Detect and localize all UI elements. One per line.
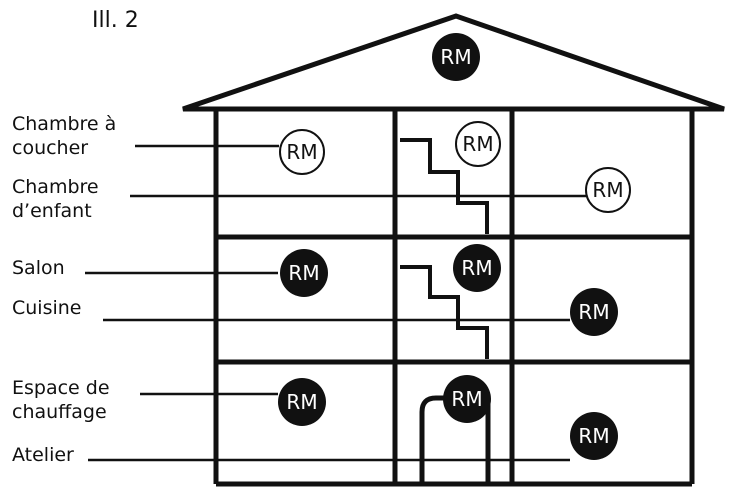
smoke-detector-rm-top-right: RM bbox=[585, 167, 631, 213]
smoke-detector-rm-top-stair: RM bbox=[455, 121, 501, 167]
smoke-detector-rm-mid-stair: RM bbox=[453, 244, 501, 292]
detector-symbol: RM bbox=[578, 424, 609, 448]
detector-symbol: RM bbox=[451, 387, 482, 411]
smoke-detector-rm-top-left: RM bbox=[279, 129, 325, 175]
detector-circle bbox=[570, 288, 618, 336]
detector-symbol: RM bbox=[461, 256, 492, 280]
heating-pipe bbox=[419, 395, 491, 484]
detector-circle bbox=[280, 249, 328, 297]
detector-circle bbox=[432, 33, 480, 81]
room-label-salon: Salon bbox=[12, 257, 65, 279]
detector-circle bbox=[585, 167, 631, 213]
smoke-detector-rm-mid-left: RM bbox=[280, 249, 328, 297]
detector-symbol: RM bbox=[288, 261, 319, 285]
detector-circle bbox=[453, 244, 501, 292]
smoke-detector-rm-low-stair: RM bbox=[443, 375, 491, 423]
roof bbox=[182, 13, 725, 112]
detector-circle bbox=[570, 412, 618, 460]
staircase-middle bbox=[400, 265, 489, 359]
detector-symbol: RM bbox=[578, 300, 609, 324]
detector-symbol: RM bbox=[440, 45, 471, 69]
room-label-chambre-a-coucher: Chambre à coucher bbox=[12, 113, 117, 159]
smoke-detector-rm-attic: RM bbox=[432, 33, 480, 81]
room-label-chambre-enfant: Chambre d’enfant bbox=[12, 176, 99, 222]
smoke-detector-rm-low-right: RM bbox=[570, 412, 618, 460]
detector-layer: RM RM RM RM RM RM RM RM RM RM bbox=[278, 33, 631, 460]
detector-symbol: RM bbox=[286, 140, 317, 164]
figure-label: Ill. 2 bbox=[92, 8, 139, 33]
room-label-espace-chauffage: Espace de chauffage bbox=[12, 377, 110, 423]
detector-symbol: RM bbox=[286, 390, 317, 414]
smoke-detector-rm-mid-right: RM bbox=[570, 288, 618, 336]
staircase-upper bbox=[400, 138, 489, 234]
smoke-detector-rm-low-left: RM bbox=[278, 378, 326, 426]
room-label-atelier: Atelier bbox=[12, 444, 74, 466]
room-label-cuisine: Cuisine bbox=[12, 297, 82, 319]
detector-circle bbox=[278, 378, 326, 426]
detector-symbol: RM bbox=[462, 132, 493, 156]
detector-circle bbox=[279, 129, 325, 175]
detector-circle bbox=[455, 121, 501, 167]
detector-symbol: RM bbox=[592, 178, 623, 202]
detector-circle bbox=[443, 375, 491, 423]
